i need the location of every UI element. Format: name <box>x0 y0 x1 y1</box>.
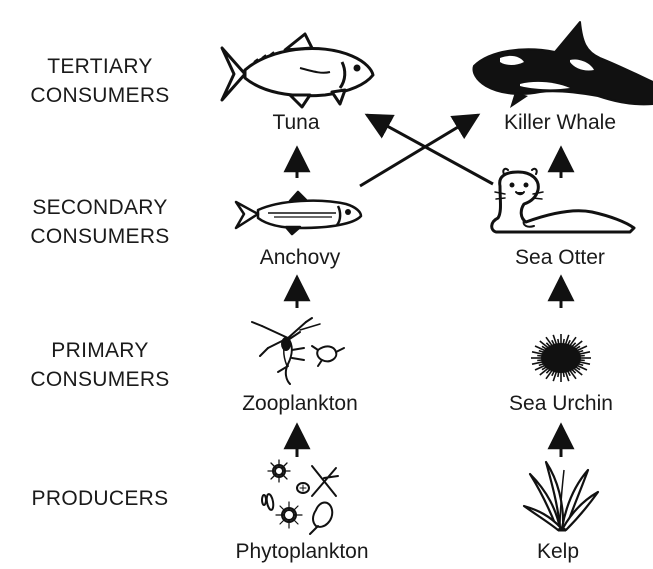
killer-whale-icon <box>474 22 653 108</box>
tuna-icon <box>222 34 373 107</box>
zooplankton-icon <box>252 318 344 384</box>
kelp-icon <box>524 462 598 530</box>
arrow-icon <box>360 115 478 186</box>
arrow-icon <box>367 115 493 184</box>
anchovy-icon <box>236 192 361 234</box>
phytoplankton-icon <box>262 460 338 534</box>
sea-urchin-icon <box>531 334 591 382</box>
sea-otter-icon <box>492 169 634 232</box>
